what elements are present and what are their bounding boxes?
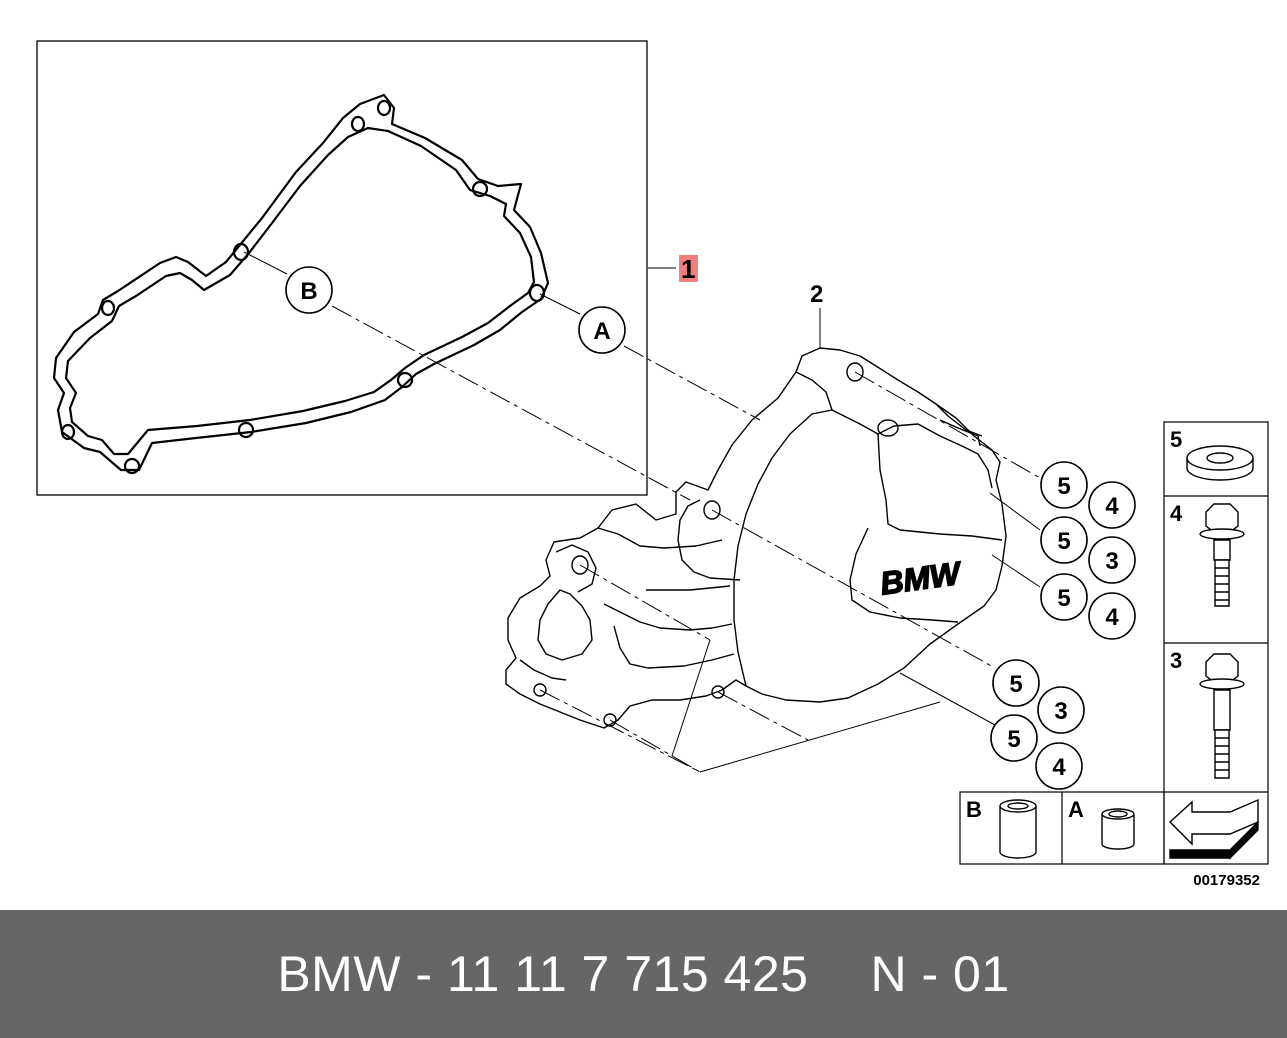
fastener-callout-label: 4: [1052, 754, 1066, 781]
direction-arrow-icon: [1168, 798, 1259, 860]
callout-b-circle: [285, 266, 333, 314]
fastener-callout-label: 4: [1105, 604, 1119, 631]
page-code-text: N - 01: [870, 946, 1010, 1002]
fastener-callout-group-2: 5 3: [1040, 516, 1136, 584]
fastener-callout-group-1: 5 4: [1040, 461, 1136, 529]
alignment-leaders: [243, 251, 1041, 773]
fastener-callout-label: 3: [1105, 548, 1118, 575]
legend-3-label: 3: [1170, 648, 1182, 673]
fastener-callout-label: 5: [1057, 528, 1070, 555]
gasket-drawing: [52, 93, 550, 475]
legend-b-label: B: [966, 797, 982, 822]
fastener-callout-label: 5: [1007, 726, 1020, 753]
fastener-callout-group-5: 5 4: [990, 714, 1083, 790]
legend-a-label: A: [1068, 797, 1084, 822]
long-bolt-icon: [1199, 653, 1245, 779]
fastener-callout-group-4: 5 3: [992, 659, 1085, 734]
callout-1-label: 1: [681, 254, 695, 284]
diagram-number: 00179352: [1193, 872, 1260, 889]
fastener-callout-group-3: 5 4: [1040, 573, 1136, 640]
cover-logo-text: BMW: [878, 555, 965, 602]
fastener-callout-label: 4: [1105, 493, 1119, 520]
callout-a-label: A: [593, 318, 610, 345]
callout-b-label: B: [300, 278, 317, 305]
callout-2-label: 2: [810, 281, 823, 308]
washer-icon: [1186, 445, 1254, 481]
parts-diagram: BMW 1 2 B A 5 4 5 3 5 4 5 3 5 4: [36, 40, 1269, 889]
part-number-footer: BMW - 11 11 7 715 425 N - 01: [0, 910, 1287, 1038]
engine-cover-drawing: [505, 347, 1007, 729]
parts-legend: [959, 421, 1269, 865]
short-sleeve-icon: [1101, 808, 1135, 850]
callout-a-circle: [578, 306, 626, 354]
short-bolt-icon: [1199, 503, 1245, 607]
fastener-callout-label: 3: [1054, 698, 1067, 725]
fastener-callout-label: 5: [1009, 671, 1022, 698]
part-number-text: BMW - 11 11 7 715 425: [277, 946, 809, 1002]
gasket-detail-frame: [36, 40, 648, 496]
fastener-callout-label: 5: [1057, 473, 1070, 500]
callout-1-highlight: [679, 255, 698, 282]
tall-sleeve-icon: [999, 799, 1037, 859]
fastener-callout-label: 5: [1057, 585, 1070, 612]
legend-5-label: 5: [1170, 427, 1182, 452]
legend-4-label: 4: [1170, 501, 1183, 526]
